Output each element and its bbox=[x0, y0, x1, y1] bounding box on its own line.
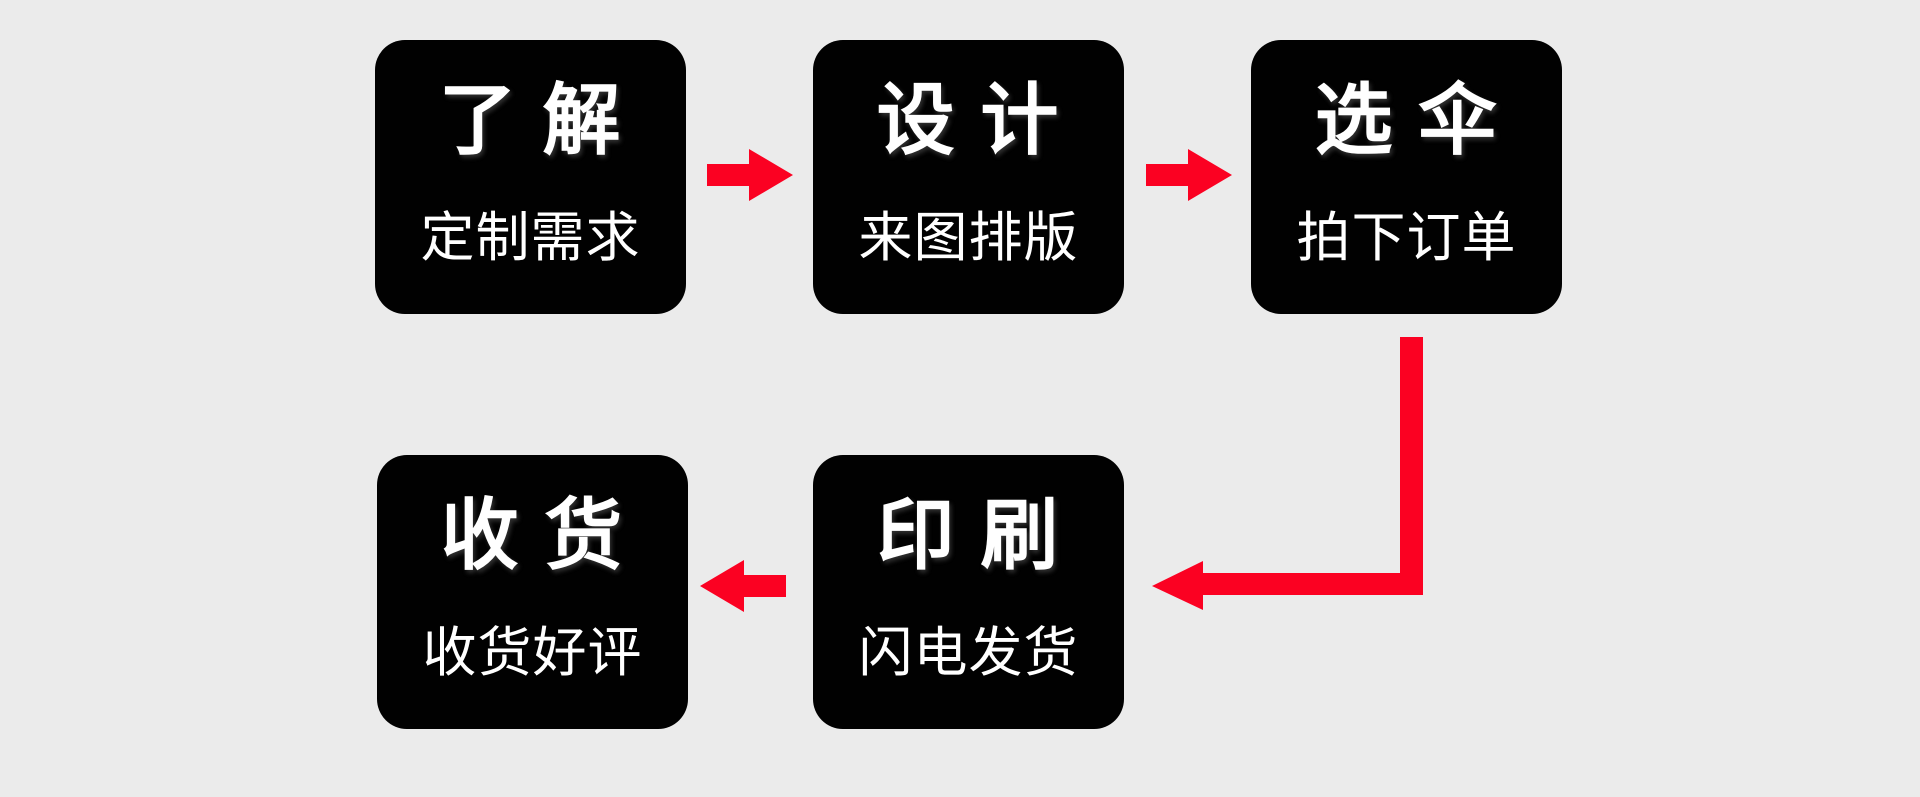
step-2-title: 设 计 bbox=[876, 76, 1061, 164]
step-1-title: 了 解 bbox=[438, 76, 623, 164]
step-box-2: 设 计 来图排版 bbox=[813, 40, 1124, 314]
step-box-4: 印 刷 闪电发货 bbox=[813, 455, 1124, 729]
step-3-subtitle: 拍下订单 bbox=[1296, 208, 1517, 268]
step-5-subtitle: 收货好评 bbox=[422, 623, 643, 683]
step-2-subtitle: 来图排版 bbox=[858, 208, 1079, 268]
step-3-title: 选 伞 bbox=[1314, 76, 1499, 164]
step-4-subtitle: 闪电发货 bbox=[858, 623, 1079, 683]
step-box-3: 选 伞 拍下订单 bbox=[1251, 40, 1562, 314]
arrow-elbow-down-left-icon bbox=[1152, 337, 1423, 610]
step-5-title: 收 货 bbox=[440, 491, 625, 579]
step-1-subtitle: 定制需求 bbox=[420, 208, 641, 268]
arrow-right-icon bbox=[1146, 149, 1232, 201]
step-4-title: 印 刷 bbox=[876, 491, 1061, 579]
arrow-left-icon bbox=[700, 560, 786, 612]
step-box-5: 收 货 收货好评 bbox=[377, 455, 688, 729]
step-box-1: 了 解 定制需求 bbox=[375, 40, 686, 314]
arrow-right-icon bbox=[707, 149, 793, 201]
